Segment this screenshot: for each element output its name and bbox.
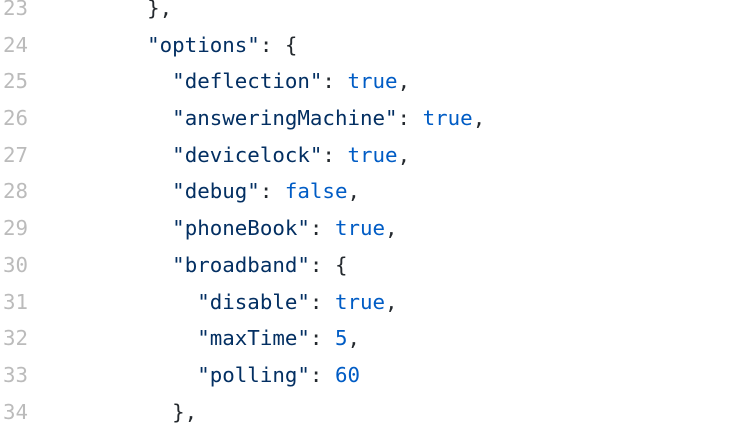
json-punctuation: , <box>397 69 411 94</box>
code-text: "answeringMachine": true, <box>72 100 485 137</box>
code-line: 26 "answeringMachine": true, <box>0 100 750 137</box>
code-text: "phoneBook": true, <box>72 210 398 247</box>
json-punctuation: : { <box>309 252 348 277</box>
json-key: "phoneBook" <box>172 216 310 241</box>
json-punctuation <box>72 253 172 277</box>
line-number: 26 <box>3 106 29 131</box>
json-punctuation: : <box>309 289 335 314</box>
line-number: 29 <box>3 216 29 241</box>
line-number: 25 <box>3 69 29 94</box>
line-number: 23 <box>3 0 29 20</box>
json-punctuation: , <box>397 142 411 167</box>
json-punctuation <box>72 326 197 350</box>
line-number: 24 <box>3 32 29 57</box>
code-text: }, <box>72 0 172 27</box>
json-punctuation <box>72 143 172 167</box>
json-punctuation: : <box>309 362 335 387</box>
json-key: "disable" <box>197 289 310 314</box>
json-punctuation: : <box>259 179 285 204</box>
code-line: 24 "options": { <box>0 27 750 64</box>
code-line: 31 "disable": true, <box>0 284 750 321</box>
json-value: true <box>347 142 398 167</box>
json-punctuation: , <box>347 326 361 351</box>
code-text: "devicelock": true, <box>72 137 410 174</box>
code-line: 30 "broadband": { <box>0 247 750 284</box>
code-line: 34 }, <box>0 394 750 430</box>
code-text: "deflection": true, <box>72 63 410 100</box>
json-value: false <box>284 179 348 204</box>
json-punctuation: : <box>309 216 335 241</box>
json-punctuation <box>72 179 172 203</box>
json-punctuation <box>72 290 197 314</box>
json-punctuation: : <box>322 69 348 94</box>
json-key: "deflection" <box>172 69 323 94</box>
code-text: "maxTime": 5, <box>72 320 360 357</box>
json-value: 60 <box>334 362 360 387</box>
json-value: true <box>422 106 473 131</box>
line-number: 34 <box>3 399 29 424</box>
json-punctuation <box>72 69 172 93</box>
code-text: "options": { <box>72 27 297 64</box>
json-key: "debug" <box>172 179 260 204</box>
json-punctuation: , <box>385 216 398 241</box>
code-line: 33 "polling": 60 <box>0 357 750 394</box>
json-punctuation: , <box>385 289 398 314</box>
json-key: "maxTime" <box>197 326 310 351</box>
line-number: 32 <box>3 326 29 351</box>
code-line: 25 "deflection": true, <box>0 63 750 100</box>
json-punctuation <box>72 106 172 130</box>
json-punctuation: : <box>322 142 348 167</box>
json-punctuation: : <box>309 326 335 351</box>
json-key: "options" <box>147 32 260 57</box>
json-value: 5 <box>334 326 348 351</box>
json-value: true <box>347 69 398 94</box>
code-line: 28 "debug": false, <box>0 173 750 210</box>
json-punctuation: }, <box>72 399 198 424</box>
code-line: 32 "maxTime": 5, <box>0 320 750 357</box>
code-text: "disable": true, <box>72 284 398 321</box>
json-punctuation: , <box>347 179 361 204</box>
line-number: 33 <box>3 362 29 387</box>
json-key: "broadband" <box>172 252 310 277</box>
json-punctuation: , <box>472 106 486 131</box>
line-number: 27 <box>3 142 29 167</box>
json-punctuation <box>72 363 197 387</box>
json-value: true <box>334 289 386 314</box>
code-line: 27 "devicelock": true, <box>0 137 750 174</box>
json-value: true <box>334 216 386 241</box>
json-key: "devicelock" <box>172 142 323 167</box>
code-line: 29 "phoneBook": true, <box>0 210 750 247</box>
line-number: 30 <box>3 252 29 277</box>
code-line: 23 }, <box>0 0 750 27</box>
json-punctuation <box>72 216 172 240</box>
json-punctuation: : <box>397 106 423 131</box>
json-punctuation <box>72 33 147 57</box>
line-number: 28 <box>3 179 29 204</box>
code-text: "debug": false, <box>72 173 360 210</box>
json-key: "answeringMachine" <box>172 106 398 131</box>
json-punctuation: }, <box>72 0 173 20</box>
json-key: "polling" <box>197 362 310 387</box>
code-text: }, <box>72 394 197 430</box>
code-text: "polling": 60 <box>72 357 360 394</box>
line-number: 31 <box>3 289 29 314</box>
code-text: "broadband": { <box>72 247 347 284</box>
json-punctuation: : { <box>259 32 298 57</box>
